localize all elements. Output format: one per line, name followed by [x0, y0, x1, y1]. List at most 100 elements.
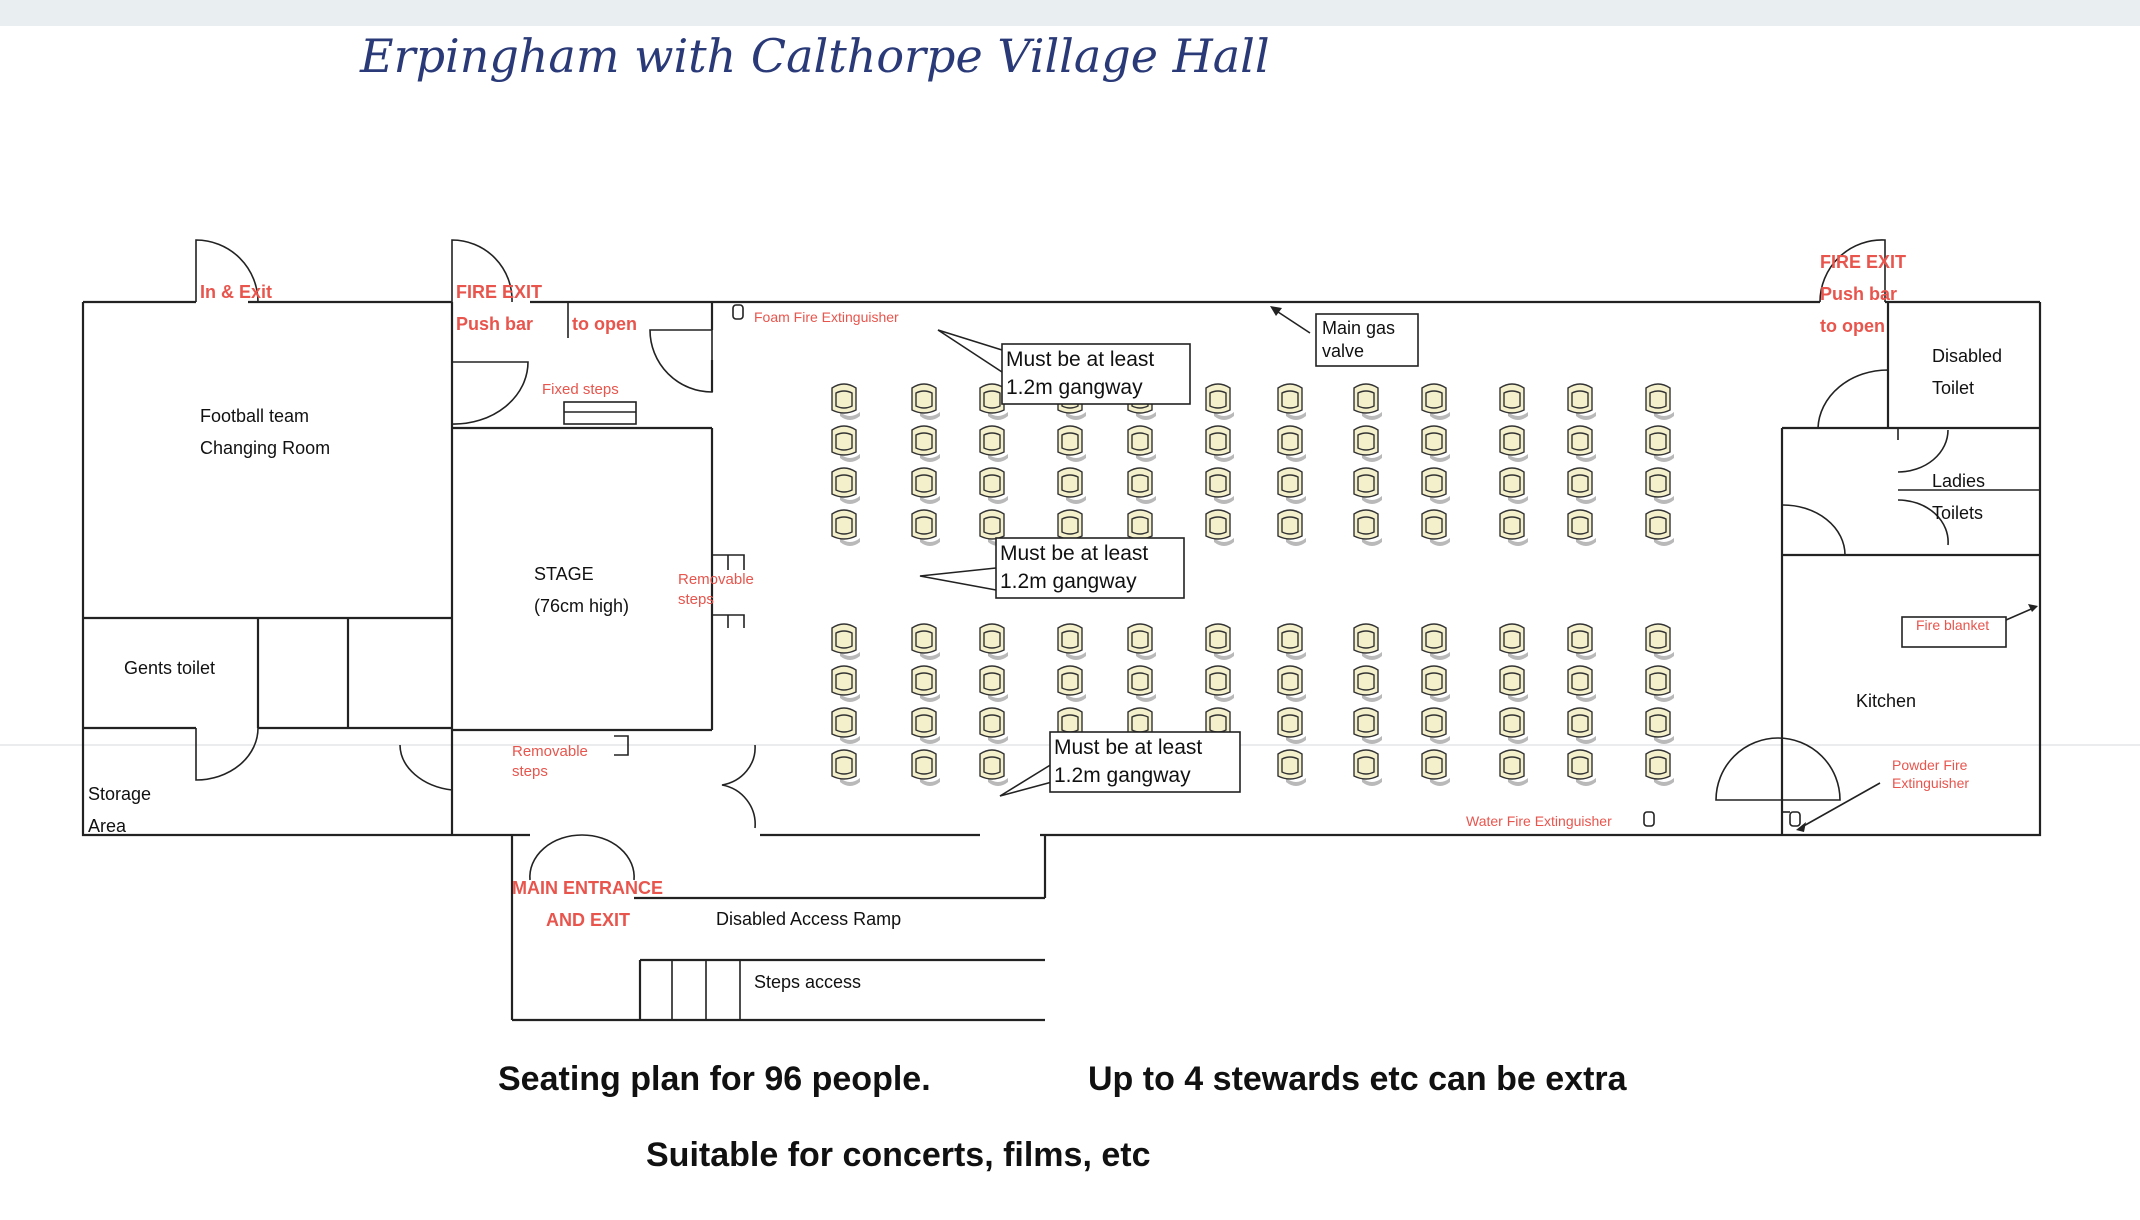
gas-valve-label-2: valve	[1322, 341, 1364, 361]
storage-label-2: Area	[88, 816, 127, 836]
chair	[1353, 425, 1382, 462]
chair	[1645, 665, 1674, 702]
disabled-toilet-label-1: Disabled	[1932, 346, 2002, 366]
chair	[1645, 749, 1674, 786]
chair	[1127, 665, 1156, 702]
gangway-note-1-line-1: Must be at least	[1006, 348, 1154, 371]
chair	[1277, 383, 1306, 420]
chair	[831, 749, 860, 786]
chair	[1645, 383, 1674, 420]
chair	[911, 749, 940, 786]
footer-stewards: Up to 4 stewards etc can be extra	[1088, 1060, 1628, 1098]
stage-label: STAGE	[534, 564, 594, 584]
ladies-label-2: Toilets	[1932, 503, 1983, 523]
chair	[1499, 383, 1528, 420]
chair	[1499, 707, 1528, 744]
chair	[911, 623, 940, 660]
water-extinguisher-label: Water Fire Extinguisher	[1466, 813, 1612, 829]
chair	[831, 623, 860, 660]
chair	[1353, 623, 1382, 660]
chair	[1645, 467, 1674, 504]
chair	[1421, 425, 1450, 462]
chair	[911, 383, 940, 420]
chair	[1205, 383, 1234, 420]
chair	[1567, 749, 1596, 786]
chair	[1645, 425, 1674, 462]
push-bar-left-label: Push bar	[456, 314, 533, 334]
fire-exit-left-label: FIRE EXIT	[456, 282, 542, 302]
chair	[1499, 749, 1528, 786]
water-extinguisher-icon	[1643, 811, 1655, 827]
chair	[979, 383, 1008, 420]
handwritten-title: Erpingham with Calthorpe Village Hall	[359, 29, 1270, 83]
chair	[1205, 665, 1234, 702]
chair	[1421, 623, 1450, 660]
chair	[1127, 467, 1156, 504]
gas-valve-label-1: Main gas	[1322, 318, 1395, 338]
chair	[1353, 509, 1382, 546]
chair	[1567, 467, 1596, 504]
chair	[979, 425, 1008, 462]
chair	[1277, 509, 1306, 546]
powder-extinguisher-icon	[1789, 811, 1801, 827]
scan-top-band	[0, 0, 2140, 26]
gangway-note-2: Must be at least 1.2m gangway	[919, 537, 1185, 599]
chair	[1057, 425, 1086, 462]
removable-steps-right-label-2: steps	[678, 591, 714, 608]
ramp-label: Disabled Access Ramp	[716, 909, 901, 929]
push-bar-right-label: Push bar	[1820, 284, 1897, 304]
gangway-note-1: Must be at least 1.2m gangway	[937, 329, 1191, 405]
chair	[911, 425, 940, 462]
chair	[979, 749, 1008, 786]
chair	[1353, 749, 1382, 786]
chair	[1353, 383, 1382, 420]
removable-steps-bottom-label-2: steps	[512, 763, 548, 780]
gangway-note-3-line-1: Must be at least	[1054, 736, 1202, 759]
chair	[1277, 425, 1306, 462]
chair	[1127, 707, 1156, 744]
chair	[911, 509, 940, 546]
gangway-note-1-line-2: 1.2m gangway	[1006, 376, 1143, 399]
seating-chairs	[831, 383, 1674, 786]
stage-height-label: (76cm high)	[534, 596, 629, 616]
chair	[1567, 425, 1596, 462]
fire-exit-right-label: FIRE EXIT	[1820, 252, 1906, 272]
chair	[831, 509, 860, 546]
chair	[1645, 623, 1674, 660]
chair	[1277, 707, 1306, 744]
chair	[911, 665, 940, 702]
chair	[1645, 509, 1674, 546]
powder-extinguisher-label-2: Extinguisher	[1892, 775, 1969, 791]
chair	[1127, 623, 1156, 660]
main-entrance-label-2: AND EXIT	[546, 910, 630, 930]
chair	[1057, 623, 1086, 660]
powder-extinguisher-label-1: Powder Fire	[1892, 757, 1968, 773]
extinguisher-icons	[732, 304, 1881, 832]
chair	[1127, 425, 1156, 462]
fire-blanket-box	[1901, 616, 2007, 648]
chair	[831, 707, 860, 744]
chair	[1421, 749, 1450, 786]
chair	[1567, 665, 1596, 702]
chair	[979, 707, 1008, 744]
main-entrance-label-1: MAIN ENTRANCE	[512, 878, 663, 898]
doors	[195, 239, 1949, 881]
chair	[1567, 623, 1596, 660]
chair	[1205, 623, 1234, 660]
stage-steps	[563, 401, 745, 756]
footer-suitable: Suitable for concerts, films, etc	[646, 1136, 1150, 1174]
chair	[979, 665, 1008, 702]
chair	[1421, 383, 1450, 420]
chair	[1057, 467, 1086, 504]
removable-steps-right-label-1: Removable	[678, 571, 754, 588]
fixed-steps-label: Fixed steps	[542, 381, 619, 398]
to-open-right-label: to open	[1820, 316, 1885, 336]
disabled-toilet-label-2: Toilet	[1932, 378, 1974, 398]
gangway-note-3: Must be at least 1.2m gangway	[999, 731, 1241, 797]
to-open-left-label: to open	[572, 314, 637, 334]
chair	[1421, 707, 1450, 744]
footer-seating-plan: Seating plan for 96 people.	[498, 1060, 931, 1098]
chair	[1499, 665, 1528, 702]
chair	[831, 383, 860, 420]
